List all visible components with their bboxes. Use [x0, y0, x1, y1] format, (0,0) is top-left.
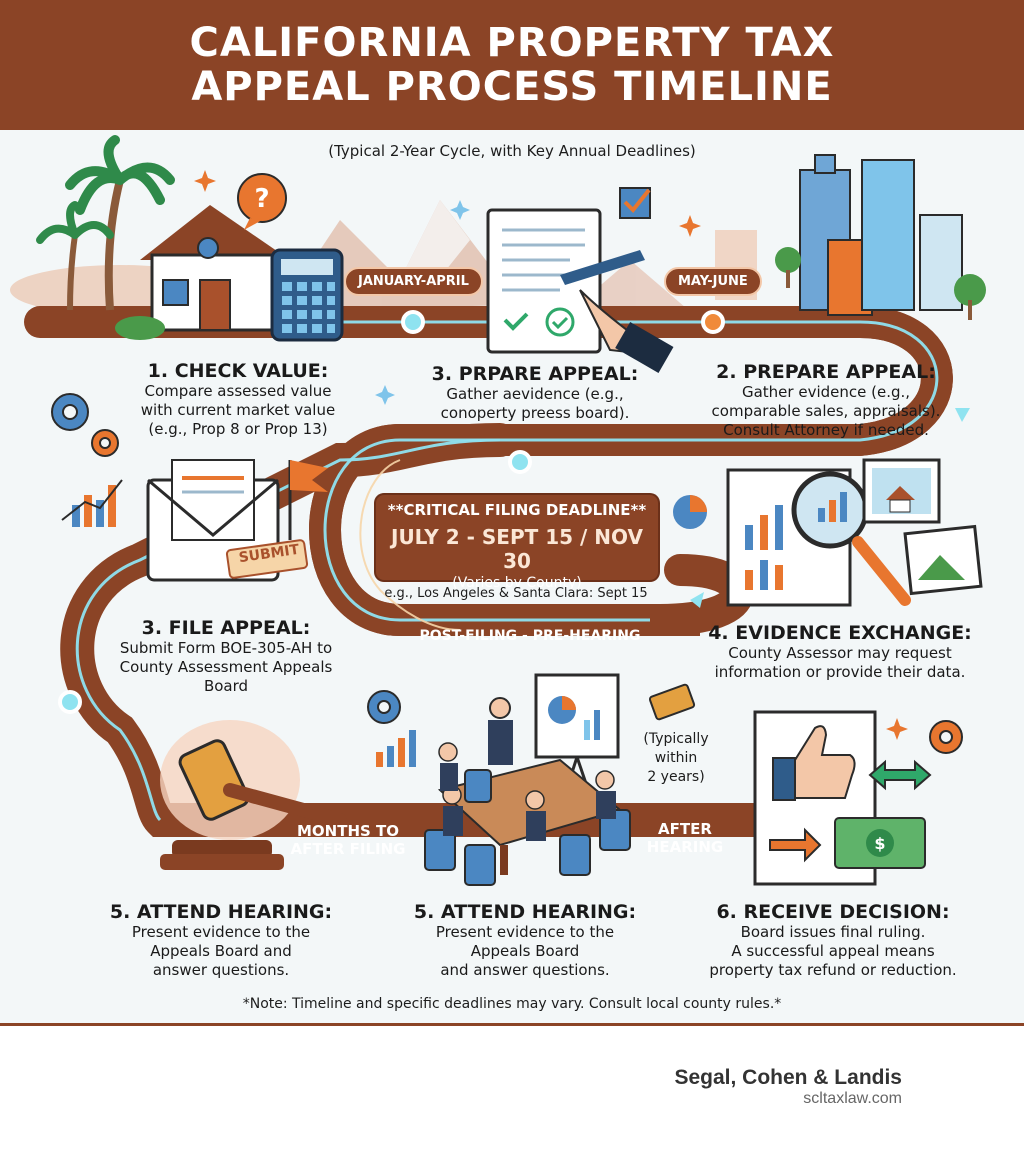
bar-chart-icon: [61, 479, 123, 527]
step-desc-line: Board issues final ruling.: [740, 923, 926, 941]
step-title: 3. PRPARE APPEAL:: [431, 363, 639, 385]
panel-divider: [0, 1023, 1024, 1026]
money-icon: $: [834, 817, 926, 869]
gear-icon: [51, 393, 119, 457]
sparkle-decorations: [194, 170, 908, 740]
step-desc-line: Present evidence to the: [435, 923, 615, 941]
road-label-line: AFTER FILING: [290, 840, 406, 858]
step-prpare-appeal: 3. PRPARE APPEAL: Gather aevidence (e.g.…: [410, 363, 660, 423]
step-desc-line: County Assessment Appeals: [119, 658, 333, 676]
road-label-line: HEARING: [646, 838, 724, 856]
title-banner: CALIFORNIA PROPERTY TAX APPEAL PROCESS T…: [0, 0, 1024, 130]
magnifier-icon: [791, 471, 911, 606]
step-title: 5. ATTEND HEARING:: [413, 901, 637, 923]
step-file-appeal: 3. FILE APPEAL: Submit Form BOE-305-AH t…: [86, 617, 366, 696]
step-desc-line: A successful appeal means: [731, 942, 935, 960]
money-ticket-icon: [648, 683, 696, 721]
step-receive-decision: 6. RECEIVE DECISION: Board issues final …: [688, 901, 978, 980]
road-label-post-filing: POST-FILING - PRE-HEARING: [419, 628, 641, 644]
photo-icon: [862, 458, 983, 596]
svg-text:?: ?: [254, 184, 269, 214]
typically-note: (Typically within 2 years): [628, 730, 724, 787]
typically-line: (Typically: [643, 731, 709, 747]
arrows-icon: [769, 759, 932, 863]
road-label-line: AFTER: [658, 820, 712, 838]
road-label-months-to: MONTHS TO AFTER FILING: [278, 822, 418, 858]
deadline-note: (Varies by County): [452, 575, 582, 591]
title-line-2: APPEAL PROCESS TIMELINE: [191, 64, 833, 110]
title-line-1: CALIFORNIA PROPERTY TAX: [189, 20, 835, 66]
timeline-nodes: [58, 310, 970, 714]
road-label-line: MONTHS TO: [296, 822, 400, 840]
timeline-illustration: ?: [10, 135, 986, 886]
step-desc-line: (e.g., Prop 8 or Prop 13): [148, 420, 328, 438]
question-bubble-icon: ?: [237, 173, 287, 230]
step-desc-line: comparable sales, appraisals).: [711, 402, 941, 420]
deadline-example: e.g., Los Angeles & Santa Clara: Sept 15: [384, 586, 648, 601]
presentation-board-icon: [488, 673, 620, 811]
step-check-value: 1. CHECK VALUE: Compare assessed value w…: [108, 360, 368, 439]
step-attend-hearing-1: 5. ATTEND HEARING: Present evidence to t…: [86, 901, 356, 980]
step-title: 3. FILE APPEAL:: [141, 617, 311, 639]
step-desc-line: Board: [203, 677, 249, 695]
gear-icon: [367, 690, 963, 754]
step-desc-line: property tax refund or reduction.: [709, 961, 957, 979]
subtitle: (Typical 2-Year Cycle, with Key Annual D…: [328, 142, 696, 160]
step-desc-line: answer questions.: [152, 961, 290, 979]
pill-may-june: MAY-JUNE: [664, 267, 762, 296]
deadline-heading: **CRITICAL FILING DEADLINE**: [387, 501, 647, 519]
deadline-dates: JULY 2 - SEPT 15 / NOV 30: [391, 525, 643, 573]
critical-deadline-box: **CRITICAL FILING DEADLINE** JULY 2 - SE…: [376, 495, 658, 591]
typically-line: within: [654, 750, 698, 766]
thumbs-up-icon: [772, 725, 856, 801]
typically-line: 2 years): [647, 769, 705, 785]
step-desc-line: and answer questions.: [440, 961, 610, 979]
step-title: 6. RECEIVE DECISION:: [716, 901, 950, 923]
step-title: 1. CHECK VALUE:: [147, 360, 329, 382]
step-desc-line: Gather aevidence (e.g.,: [446, 385, 624, 403]
meeting-table-icon: [424, 742, 631, 886]
step-desc-line: Compare assessed value: [144, 382, 332, 400]
envelope-icon: [146, 459, 309, 582]
house-icon: [115, 205, 290, 340]
step-desc-line: County Assessor may request: [728, 644, 952, 662]
step-title: 2. PREPARE APPEAL:: [716, 361, 936, 383]
city-skyline-icon: [715, 154, 986, 320]
pie-chart-icon: [673, 495, 707, 529]
step-desc-line: Gather evidence (e.g.,: [741, 383, 911, 401]
road-label-after-hearing: AFTER HEARING: [640, 820, 730, 856]
brand-url[interactable]: scltaxlaw.com: [803, 1090, 902, 1107]
footnote: *Note: Timeline and specific deadlines m…: [242, 996, 782, 1012]
flag-icon: [288, 460, 328, 540]
step-title: 5. ATTEND HEARING:: [109, 901, 333, 923]
checkbox-icon: [619, 187, 651, 219]
step-attend-hearing-2: 5. ATTEND HEARING: Present evidence to t…: [390, 901, 660, 980]
brand-name: Segal, Cohen & Landis: [674, 1066, 902, 1089]
step-desc-line: Appeals Board and: [150, 942, 292, 960]
step-title: 4. EVIDENCE EXCHANGE:: [708, 622, 972, 644]
step-desc-line: Appeals Board: [470, 942, 580, 960]
document-pen-icon: [486, 208, 674, 373]
infographic-panel: ?: [0, 130, 1024, 1025]
svg-text:$: $: [874, 834, 885, 853]
pill-january-april: JANUARY-APRIL: [344, 267, 483, 296]
calculator-icon: [270, 248, 344, 342]
step-desc-line: Submit Form BOE-305-AH to: [119, 639, 333, 657]
step-desc-line: with current market value: [140, 401, 336, 419]
brand-block: Segal, Cohen & Landis scltaxlaw.com: [674, 1066, 902, 1108]
bar-chart-icon: [376, 730, 416, 767]
palm-tree-icon: [36, 135, 175, 311]
step-prepare-appeal: 2. PREPARE APPEAL: Gather evidence (e.g.…: [686, 361, 966, 440]
gavel-icon: [160, 720, 347, 870]
step-desc-line: information or provide their data.: [714, 663, 966, 681]
step-desc-line: Present evidence to the: [131, 923, 311, 941]
step-desc-line: Consult Attorney if needed.: [723, 421, 929, 439]
step-desc-line: conoperty preess board).: [440, 404, 630, 422]
step-evidence-exchange: 4. EVIDENCE EXCHANGE: County Assessor ma…: [690, 622, 990, 682]
